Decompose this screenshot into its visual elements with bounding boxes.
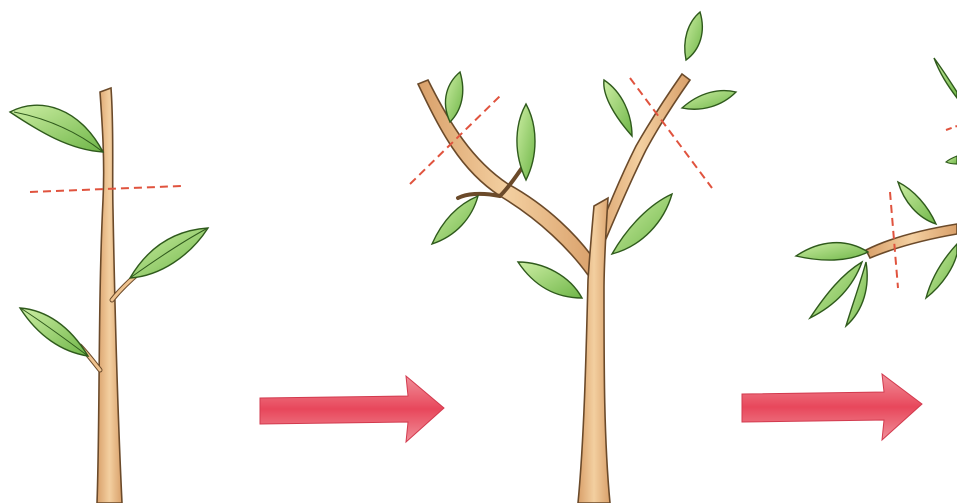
arrow-stage-2-to-3 [742, 374, 922, 440]
stage-1-leaf-right [130, 228, 208, 278]
stage-2-leaf [604, 80, 632, 136]
stage-3-leaf [796, 243, 868, 260]
stage-2-leaf [445, 72, 462, 122]
stage-3-leaf [926, 244, 957, 298]
stage-1-seedling [10, 88, 208, 503]
stage-3-leaf [898, 182, 936, 224]
stage-2-branch-left [418, 80, 596, 275]
stage-2-branched-tree [410, 12, 736, 503]
stage-2-leaf [682, 91, 736, 110]
stage-3-pruned-branches [796, 58, 957, 326]
stage-2-twig [458, 194, 500, 198]
stage-3-leaf [946, 156, 957, 164]
stage-1-leaf-top [10, 105, 103, 152]
stage-2-leaf [518, 262, 582, 298]
stage-3-cut-line-edge [946, 126, 957, 130]
stage-3-branch [866, 224, 957, 258]
stage-3-leaf [934, 58, 957, 98]
stage-2-leaf [432, 196, 478, 244]
arrow-stage-1-to-2 [260, 376, 444, 442]
stage-2-leaf [685, 12, 703, 60]
